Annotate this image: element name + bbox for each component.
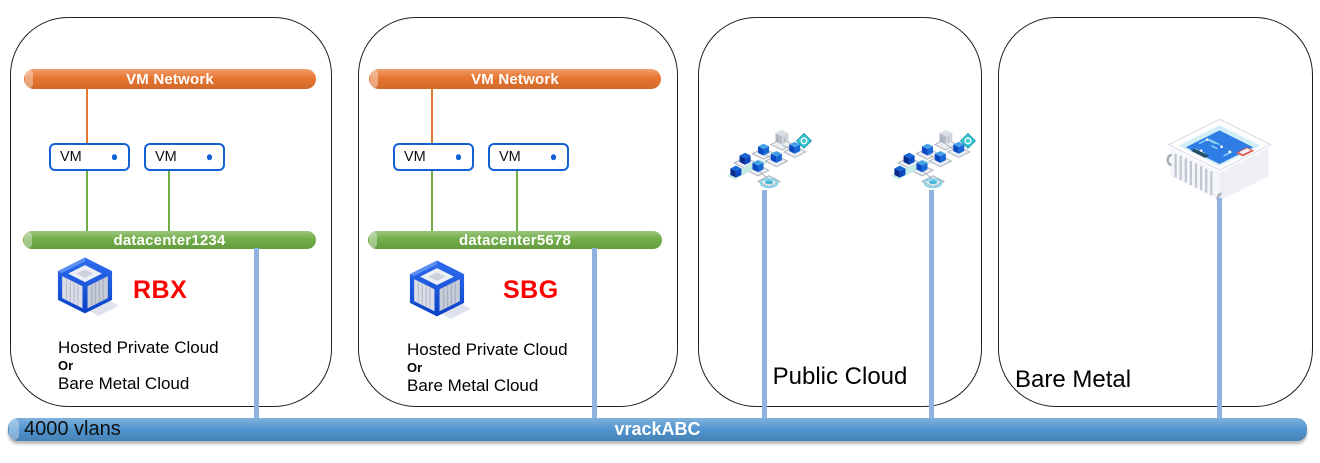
vlans-count-label: 4000 vlans [24, 418, 121, 440]
vrack-bar: 4000 vlans vrackABC [8, 418, 1307, 441]
vrack-connector-line [1217, 198, 1222, 420]
vm-status-dot-icon [455, 154, 461, 160]
site-container-sbg: VM Network VM VM datacenter5678 [358, 17, 678, 407]
site-description: Hosted Private Cloud Or Bare Metal Cloud [58, 338, 219, 393]
vm-network-label: VM Network [126, 70, 214, 88]
hosted-private-cloud-cube-icon [403, 258, 471, 324]
datacenter-connector-line [431, 171, 433, 232]
vm-label: VM [499, 149, 521, 165]
description-line: Or [407, 359, 423, 375]
vm-status-dot-icon [111, 154, 117, 160]
datacenter-connector-line [86, 171, 88, 232]
vm-box: VM [144, 143, 225, 171]
vm-status-dot-icon [550, 154, 556, 160]
description-line: Hosted Private Cloud [407, 340, 568, 359]
datacenter-connector-line [168, 171, 170, 232]
vm-label: VM [155, 149, 177, 165]
datacenter-connector-line [516, 171, 518, 232]
vrack-connector-line [762, 190, 767, 420]
description-line: Bare Metal Cloud [58, 373, 190, 393]
vrack-connector-line [254, 248, 259, 420]
vrack-name-label: vrackABC [614, 419, 701, 439]
vm-box: VM [49, 143, 130, 171]
vrack-connector-line [929, 190, 934, 420]
site-code-label: RBX [133, 276, 188, 304]
vrack-connector-line [592, 248, 597, 420]
public-cloud-cluster-icon [887, 126, 979, 198]
vm-status-dot-icon [206, 154, 212, 160]
datacenter-label: datacenter1234 [113, 231, 226, 249]
description-line: Hosted Private Cloud [58, 338, 219, 357]
bare-metal-label: Bare Metal [1015, 366, 1132, 393]
vm-network-label: VM Network [471, 70, 559, 88]
datacenter-label: datacenter5678 [458, 231, 572, 249]
vm-box: VM [488, 143, 569, 171]
vm-network-connector-line [431, 89, 433, 144]
public-cloud-label: Public Cloud [772, 363, 908, 390]
public-cloud-container: Public Cloud [698, 17, 982, 407]
vm-label: VM [60, 149, 82, 165]
vm-network-bar: VM Network [24, 69, 316, 89]
site-container-rbx: VM Network VM VM datacenter1234 [10, 17, 332, 407]
description-line: Or [58, 357, 74, 373]
hosted-private-cloud-cube-icon [51, 255, 119, 321]
datacenter-bar: datacenter5678 [368, 231, 662, 249]
vm-network-connector-line [86, 89, 88, 144]
site-code-label: SBG [503, 276, 559, 304]
public-cloud-cluster-icon [723, 126, 815, 198]
vm-box: VM [393, 143, 474, 171]
vm-network-bar: VM Network [369, 69, 661, 89]
bare-metal-server-icon [1162, 113, 1277, 211]
datacenter-bar: datacenter1234 [23, 231, 316, 249]
site-description: Hosted Private Cloud Or Bare Metal Cloud [407, 340, 568, 395]
description-line: Bare Metal Cloud [407, 375, 539, 395]
vm-label: VM [404, 149, 426, 165]
bare-metal-container: Bare Metal [998, 17, 1313, 407]
